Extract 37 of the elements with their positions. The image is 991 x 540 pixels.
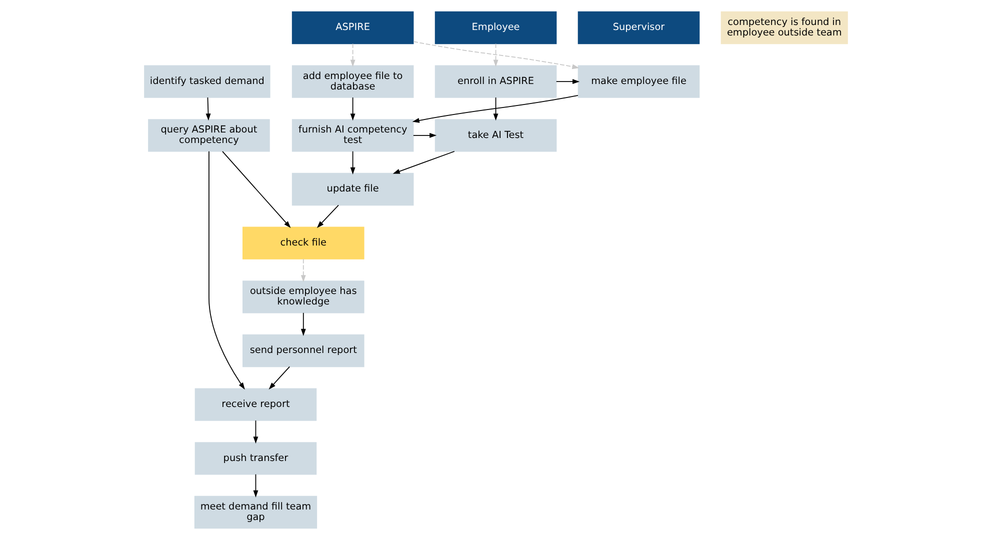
node-box: send personnel report bbox=[242, 334, 364, 368]
arrow bbox=[268, 366, 290, 390]
node-box: receive report bbox=[194, 388, 316, 421]
node-box: add employee file to database bbox=[291, 65, 414, 98]
arrow bbox=[316, 204, 338, 228]
arrow bbox=[300, 258, 306, 282]
node-box: push transfer bbox=[194, 442, 316, 475]
arrow bbox=[350, 43, 355, 67]
arrow bbox=[300, 312, 306, 336]
arrow bbox=[412, 41, 579, 70]
node-box: enroll in ASPIRE bbox=[434, 65, 556, 98]
node-box: take AI Test bbox=[434, 119, 556, 152]
node-box: identify tasked demand bbox=[144, 65, 270, 98]
arrow bbox=[412, 95, 578, 123]
node-box: update file bbox=[291, 172, 414, 206]
arrow bbox=[392, 150, 454, 174]
arrow bbox=[555, 79, 580, 84]
node-box: outside employee has knowledge bbox=[242, 280, 364, 314]
arrow bbox=[412, 132, 436, 138]
node-box: Employee bbox=[434, 11, 556, 44]
node-box: query ASPIRE about competency bbox=[148, 119, 270, 152]
arrow bbox=[252, 420, 258, 444]
arrow bbox=[222, 151, 290, 228]
node-box: furnish AI competency test bbox=[291, 119, 414, 152]
node-box: Supervisor bbox=[577, 11, 700, 44]
arrow bbox=[350, 150, 355, 174]
arrow bbox=[252, 474, 258, 498]
node-box: meet demand fill team gap bbox=[194, 496, 317, 529]
arrow bbox=[492, 97, 498, 121]
node-box: ASPIRE bbox=[291, 11, 414, 44]
node-box: competency is found in employee outside team bbox=[720, 11, 848, 44]
arrow bbox=[205, 97, 210, 121]
arrow bbox=[208, 150, 244, 390]
node-box: check file bbox=[242, 226, 364, 260]
node-box: make employee file bbox=[577, 65, 700, 98]
arrow bbox=[492, 43, 498, 67]
arrow bbox=[350, 97, 355, 121]
